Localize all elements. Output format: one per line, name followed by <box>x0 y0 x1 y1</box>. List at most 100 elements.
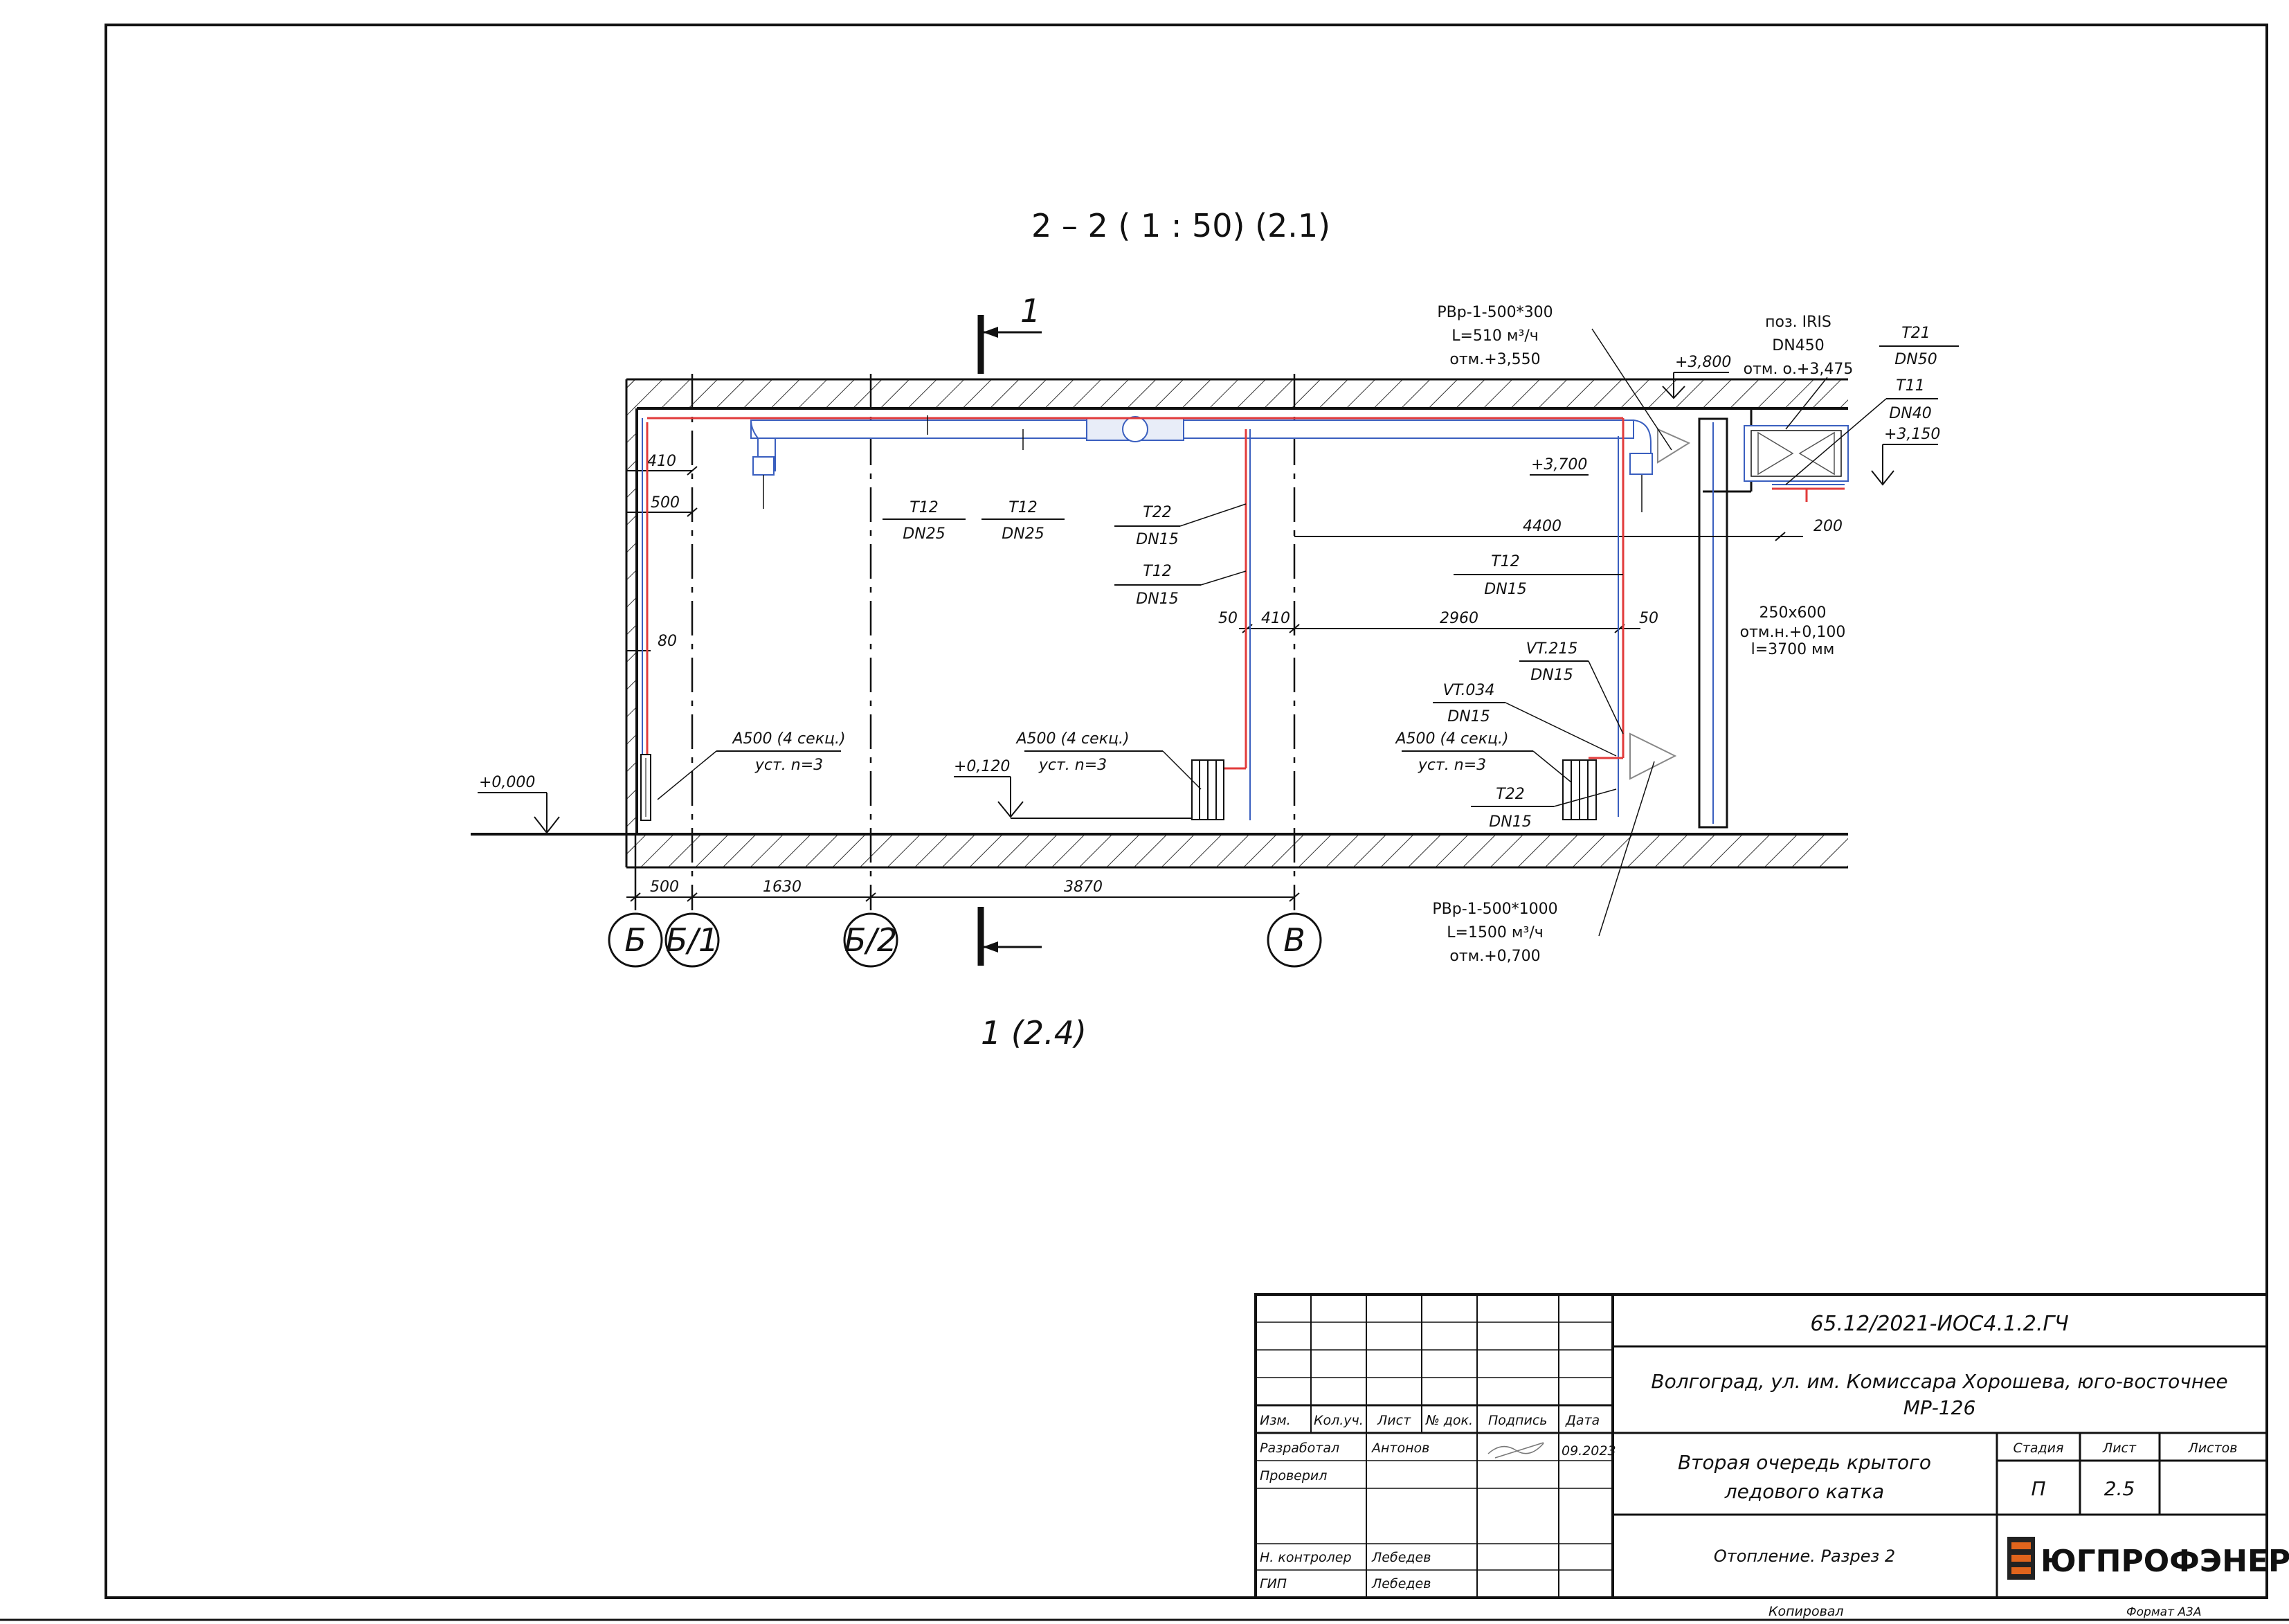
radiator-label-left: A500 (4 секц.) уст. n=3 <box>657 730 846 800</box>
level-pipe <box>1871 444 1938 486</box>
section-title: 2 – 2 ( 1 : 50) (2.1) <box>1031 207 1330 244</box>
callout-line: отм.н.+0,100 <box>1740 624 1846 641</box>
title-block <box>1254 1293 2268 1599</box>
pipe-label-t22-dn15: T22 DN15 <box>1114 503 1247 548</box>
axis-label: Б/1 <box>666 921 718 959</box>
callout-line: отм. о.+3,475 <box>1744 361 1854 378</box>
dim-mid-2960: 2960 <box>1440 610 1478 627</box>
radiator-left <box>640 754 651 821</box>
header-sign: Подпись <box>1488 1413 1547 1428</box>
pipe-name: T22 <box>1143 504 1171 521</box>
callout-line: отм.+3,550 <box>1449 351 1540 368</box>
building-structure <box>471 378 1848 869</box>
pipe-dn: DN25 <box>1002 525 1044 543</box>
axis-bubble-B: Б <box>608 912 663 968</box>
radiator-install: уст. n=3 <box>754 757 823 774</box>
date-developed: 09.2023 <box>1562 1443 1616 1459</box>
radiator-install: уст. n=3 <box>1418 757 1486 774</box>
pipe-dn: DN15 <box>1136 531 1178 548</box>
pipe-name: VT.215 <box>1526 640 1578 658</box>
pipe-label-t12-dn15-b: T12 DN15 <box>1454 553 1623 598</box>
level-radiator <box>954 776 1204 819</box>
callout-line: поз. IRIS <box>1765 314 1831 331</box>
object-line-1: Вторая очередь крытого <box>1678 1451 1931 1474</box>
role-gip: ГИП <box>1260 1576 1287 1591</box>
stage-label: Стадия <box>2014 1441 2064 1456</box>
copied-label: Копировал <box>1768 1604 1844 1619</box>
pipe-name: T22 <box>1496 786 1524 803</box>
pipe-dn: DN15 <box>1530 667 1573 684</box>
sheet-title: Отопление. Разрез 2 <box>1714 1546 1895 1566</box>
level-ceiling-label: +3,800 <box>1675 354 1731 371</box>
axis-label: Б <box>624 921 646 959</box>
dim-left-500: 500 <box>651 494 680 512</box>
pipe-label-t12-dn15-a: T12 DN15 <box>1114 563 1247 608</box>
level-duct-label: +3,700 <box>1531 456 1587 473</box>
radiator-model: A500 (4 секц.) <box>1015 730 1129 748</box>
level-floor <box>478 792 560 834</box>
diffuser-bottom <box>1629 732 1677 780</box>
pipe-dn: DN15 <box>1447 708 1490 725</box>
doc-code: 65.12/2021-ИОС4.1.2.ГЧ <box>1810 1312 2068 1336</box>
pipe-name: T12 <box>1491 553 1519 570</box>
header-doc: № док. <box>1425 1413 1473 1428</box>
dim-mid-50-right: 50 <box>1639 610 1658 627</box>
iris-damper <box>1744 425 1849 482</box>
callout-line: РВр-1-500*1000 <box>1432 901 1557 918</box>
section-subtitle: 1 (2.4) <box>981 1014 1087 1052</box>
pipe-label-t12-dn25-a: T12 DN25 <box>883 415 966 543</box>
pipe-label-t11-dn40: T11 DN40 <box>1785 377 1938 485</box>
axis-lines <box>691 374 1296 910</box>
axis-label: Б/2 <box>844 921 897 959</box>
pipe-label-vt034: VT.034 DN15 <box>1433 682 1617 757</box>
level-radiator-label: +0,120 <box>954 758 1010 775</box>
role-norm-control: Н. контролер <box>1260 1550 1352 1565</box>
header-kol: Кол.уч. <box>1314 1413 1364 1428</box>
role-developed: Разработал <box>1260 1441 1339 1456</box>
axis-label: В <box>1283 921 1305 959</box>
pipe-dn: DN15 <box>1484 581 1526 598</box>
bottom-dimension-chain <box>626 892 1300 902</box>
axis-bubble-B1: Б/1 <box>664 912 720 968</box>
sheet-frame <box>105 24 2268 1599</box>
cut-marker-bottom <box>977 907 1042 966</box>
sheet-value: 2.5 <box>2104 1477 2135 1500</box>
header-date: Дата <box>1565 1413 1600 1428</box>
supply-duct <box>750 416 1653 512</box>
callout-line: РВр-1-500*300 <box>1437 304 1553 321</box>
dim-bottom-3870: 3870 <box>1064 878 1103 896</box>
cut-marker-top: 1 <box>977 292 1042 374</box>
cut-mark-number: 1 <box>1020 292 1040 330</box>
pipe-label-t12-dn25-b: T12 DN25 <box>981 429 1065 543</box>
callout-line: отм.+0,700 <box>1449 948 1540 965</box>
role-checked: Проверил <box>1260 1468 1327 1483</box>
dim-right-200: 200 <box>1813 518 1843 535</box>
pipe-dn: DN25 <box>903 525 945 543</box>
radiator-right <box>1562 759 1597 820</box>
callout-line: l=3700 мм <box>1751 641 1835 658</box>
dim-left-80: 80 <box>658 633 677 650</box>
radiator-label-middle: A500 (4 секц.) уст. n=3 <box>1015 730 1202 790</box>
diffuser-bottom-callout: РВр-1-500*1000 L=1500 м³/ч отм.+0,700 <box>1432 761 1655 965</box>
pipe-dn: DN40 <box>1889 405 1931 422</box>
axis-bubble-B2: Б/2 <box>843 912 898 968</box>
callout-line: 250x600 <box>1759 604 1826 622</box>
signature-mark <box>1487 1442 1544 1459</box>
pipe-name: T12 <box>1143 563 1171 580</box>
sheet-label: Лист <box>2102 1441 2137 1456</box>
level-pipe-label: +3,150 <box>1884 426 1940 443</box>
company-logo: ЮГПРОФЭНЕРГО <box>2007 1537 2289 1580</box>
address-line-2: МР-126 <box>1903 1396 1976 1419</box>
duct-vertical-callout: 250x600 отм.н.+0,100 l=3700 мм <box>1740 604 1846 658</box>
level-ceiling <box>1662 372 1729 399</box>
radiator-model: A500 (4 секц.) <box>1394 730 1508 748</box>
radiator-middle <box>1191 759 1224 820</box>
object-line-2: ледового катка <box>1724 1480 1884 1503</box>
pipe-name: T12 <box>910 499 938 516</box>
callout-line: L=1500 м³/ч <box>1447 924 1544 941</box>
pipe-name: T12 <box>1008 499 1037 516</box>
dim-mid-50-left: 50 <box>1218 610 1238 627</box>
mid-dimensions <box>1239 532 1803 633</box>
format-label: Формат А3А <box>2126 1605 2201 1619</box>
stage-value: П <box>2031 1477 2045 1500</box>
